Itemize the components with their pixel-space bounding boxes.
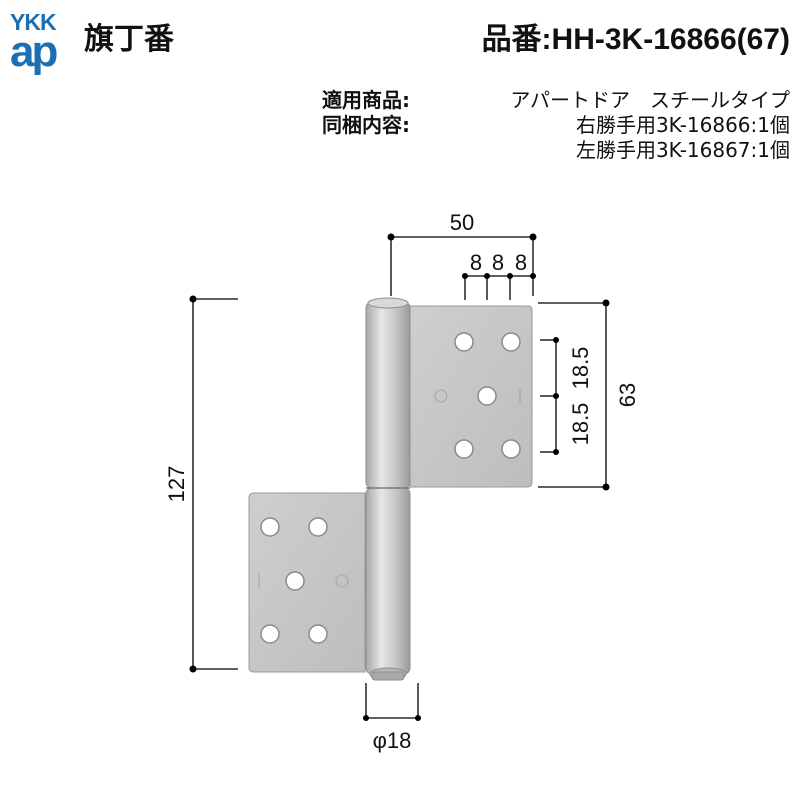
- dim-hole-spacing-2: 8: [492, 250, 504, 275]
- logo-text-top: YKK: [10, 9, 57, 35]
- stamp-mark: [335, 574, 349, 588]
- dim-hole-pitch-1: 18.5: [568, 347, 593, 390]
- hole: [260, 624, 280, 644]
- contents-item-right: 右勝手用3K-16866:1個: [575, 113, 790, 137]
- brand-logo: YKK ap: [10, 9, 72, 76]
- hole: [260, 517, 280, 537]
- contents-label: 同梱内容:: [322, 113, 410, 137]
- hole: [308, 517, 328, 537]
- dim-width: 50: [450, 210, 474, 235]
- part-number: 品番:HH-3K-16866(67): [481, 23, 790, 56]
- dim-leaf-height: 63: [615, 383, 640, 407]
- dim-pin-diameter: φ18: [373, 728, 412, 753]
- hole: [454, 332, 474, 352]
- hole: [308, 624, 328, 644]
- dim-hole-spacing-3: 8: [515, 250, 527, 275]
- hole: [454, 439, 474, 459]
- contents-item-left: 左勝手用3K-16867:1個: [575, 138, 790, 162]
- upper-leaf: [409, 305, 533, 488]
- lower-leaf: [248, 492, 366, 673]
- dim-total-height: 127: [164, 466, 189, 503]
- hinge-knuckle: [365, 297, 411, 681]
- hole: [285, 571, 305, 591]
- product-name: 旗丁番: [84, 22, 174, 57]
- hole: [477, 386, 497, 406]
- applicable-label: 適用商品:: [322, 88, 410, 112]
- logo-text-bottom: ap: [10, 27, 58, 76]
- dim-hole-spacing-1: 8: [470, 250, 482, 275]
- dim-hole-pitch-2: 18.5: [568, 403, 593, 446]
- stamp-mark: [434, 389, 448, 403]
- applicable-value: アパートドア スチールタイプ: [510, 88, 790, 112]
- dimension-dots: [189, 233, 610, 721]
- hole: [501, 332, 521, 352]
- hole: [501, 439, 521, 459]
